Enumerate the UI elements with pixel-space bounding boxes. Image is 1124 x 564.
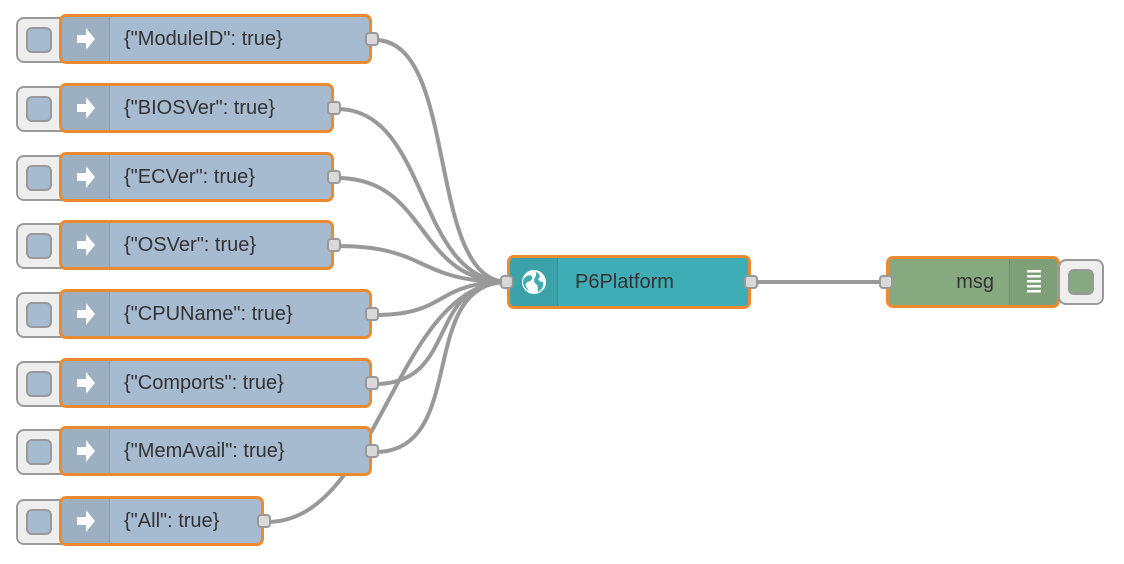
inject-button-square[interactable] bbox=[26, 371, 52, 397]
output-port[interactable] bbox=[365, 444, 379, 458]
inject-button-square[interactable] bbox=[26, 302, 52, 328]
inject-arrow-icon bbox=[76, 510, 95, 532]
inject-button-square[interactable] bbox=[26, 27, 52, 53]
inject-node-label: {"Comports": true} bbox=[124, 371, 284, 394]
output-port[interactable] bbox=[327, 101, 341, 115]
inject-node-label: {"CPUName": true} bbox=[124, 302, 293, 325]
inject-arrow-icon bbox=[76, 303, 95, 325]
inject-icon-area bbox=[62, 499, 110, 543]
http-node-label: P6Platform bbox=[575, 270, 674, 293]
output-port[interactable] bbox=[327, 238, 341, 252]
inject-arrow-icon bbox=[76, 97, 95, 119]
inject-node-all[interactable]: {"All": true} bbox=[59, 496, 271, 546]
inject-node-cpuname[interactable]: {"CPUName": true} bbox=[59, 289, 379, 339]
wire-ecver[interactable] bbox=[335, 176, 510, 284]
debug-toggle-button[interactable] bbox=[1058, 259, 1104, 305]
inject-node-label: {"OSVer": true} bbox=[124, 233, 257, 256]
inject-button-square[interactable] bbox=[26, 96, 52, 122]
output-port[interactable] bbox=[257, 514, 271, 528]
inject-node-label: {"All": true} bbox=[124, 509, 220, 532]
inject-node-memavail[interactable]: {"MemAvail": true} bbox=[59, 426, 379, 476]
inject-node-label: {"ECVer": true} bbox=[124, 165, 255, 188]
inject-node-osver[interactable]: {"OSVer": true} bbox=[59, 220, 341, 270]
inject-icon-area bbox=[62, 361, 110, 405]
inject-arrow-icon bbox=[76, 234, 95, 256]
output-port[interactable] bbox=[365, 307, 379, 321]
input-port[interactable] bbox=[879, 275, 893, 289]
inject-node-ecver[interactable]: {"ECVer": true} bbox=[59, 152, 341, 202]
wire-biosver[interactable] bbox=[335, 107, 510, 284]
input-port[interactable] bbox=[500, 275, 514, 289]
output-port[interactable] bbox=[744, 275, 758, 289]
http-icon-area bbox=[510, 258, 558, 306]
output-port[interactable] bbox=[365, 376, 379, 390]
inject-node-label: {"BIOSVer": true} bbox=[124, 96, 275, 119]
inject-arrow-icon bbox=[76, 372, 95, 394]
inject-button-square[interactable] bbox=[26, 439, 52, 465]
wire-comports[interactable] bbox=[373, 280, 510, 386]
inject-icon-area bbox=[62, 292, 110, 336]
debug-node-label: msg bbox=[956, 270, 994, 293]
inject-icon-area bbox=[62, 223, 110, 267]
wire-moduleid[interactable] bbox=[373, 38, 510, 284]
http-request-node[interactable]: P6Platform bbox=[500, 255, 758, 309]
output-port[interactable] bbox=[365, 32, 379, 46]
debug-icon-area bbox=[1009, 259, 1057, 305]
inject-button-square[interactable] bbox=[26, 509, 52, 535]
globe-icon bbox=[521, 270, 546, 294]
inject-node-biosver[interactable]: {"BIOSVer": true} bbox=[59, 83, 341, 133]
output-port[interactable] bbox=[327, 170, 341, 184]
wire-osver[interactable] bbox=[335, 244, 510, 284]
inject-button-square[interactable] bbox=[26, 165, 52, 191]
debug-list-icon bbox=[1026, 270, 1041, 293]
inject-arrow-icon bbox=[76, 166, 95, 188]
inject-node-label: {"MemAvail": true} bbox=[124, 439, 285, 462]
inject-button-square[interactable] bbox=[26, 233, 52, 259]
inject-arrow-icon bbox=[76, 28, 95, 50]
inject-icon-area bbox=[62, 155, 110, 199]
inject-node-moduleid[interactable]: {"ModuleID": true} bbox=[59, 14, 379, 64]
inject-node-comports[interactable]: {"Comports": true} bbox=[59, 358, 379, 408]
wire-cpuname[interactable] bbox=[373, 280, 510, 317]
inject-icon-area bbox=[62, 17, 110, 61]
inject-icon-area bbox=[62, 86, 110, 130]
debug-toggle-square[interactable] bbox=[1068, 269, 1094, 295]
inject-node-label: {"ModuleID": true} bbox=[124, 27, 283, 50]
wire-memavail[interactable] bbox=[373, 280, 510, 454]
inject-arrow-icon bbox=[76, 440, 95, 462]
inject-icon-area bbox=[62, 429, 110, 473]
debug-node[interactable]: msg bbox=[879, 256, 1060, 308]
